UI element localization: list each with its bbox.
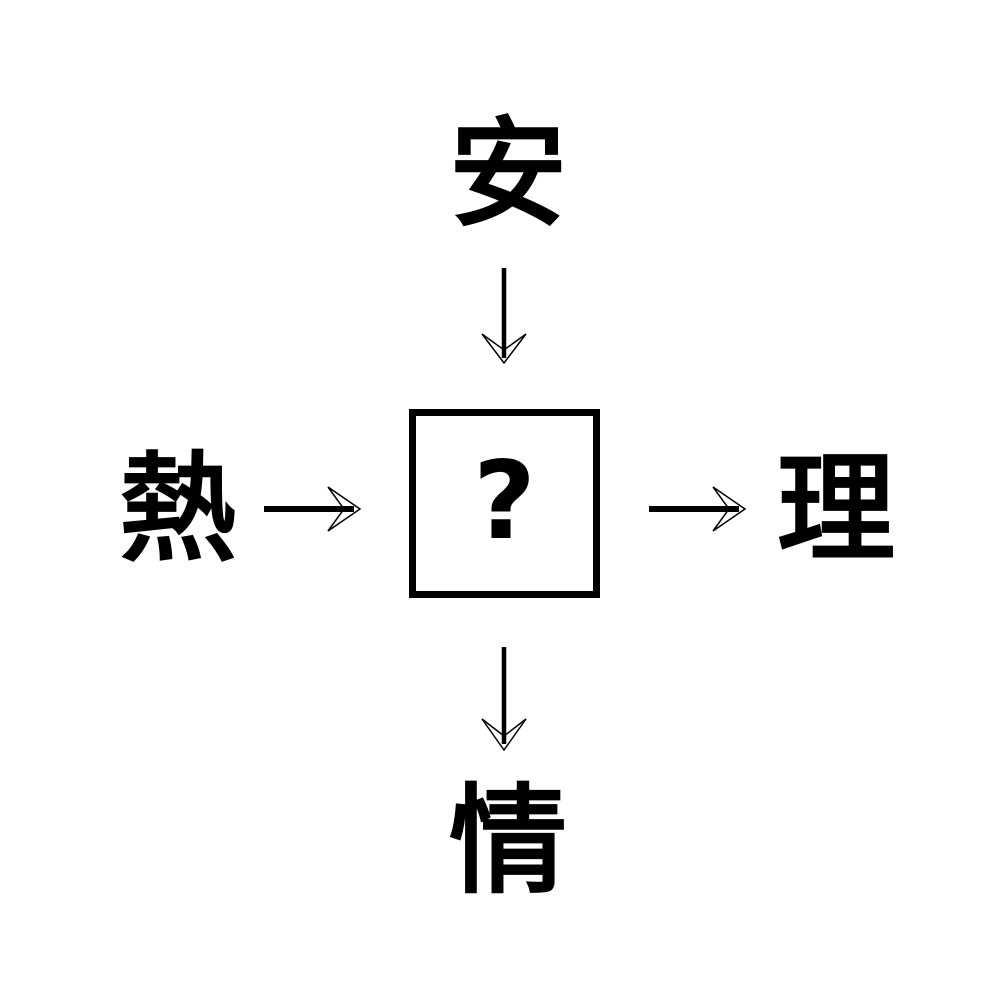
center-answer-label: ? <box>473 438 536 564</box>
kanji-prompt-right: 理 <box>776 440 895 578</box>
arrow-right-icon-left <box>262 478 364 540</box>
center-answer-box[interactable]: ? <box>409 409 600 598</box>
arrow-right-icon-right <box>647 478 749 540</box>
kanji-prompt-left: 熱 <box>118 440 237 578</box>
arrow-down-icon-top <box>473 266 535 366</box>
kanji-prompt-bottom: 情 <box>448 772 567 910</box>
kanji-prompt-top: 安 <box>448 105 567 243</box>
arrow-down-icon-bottom <box>473 645 535 753</box>
